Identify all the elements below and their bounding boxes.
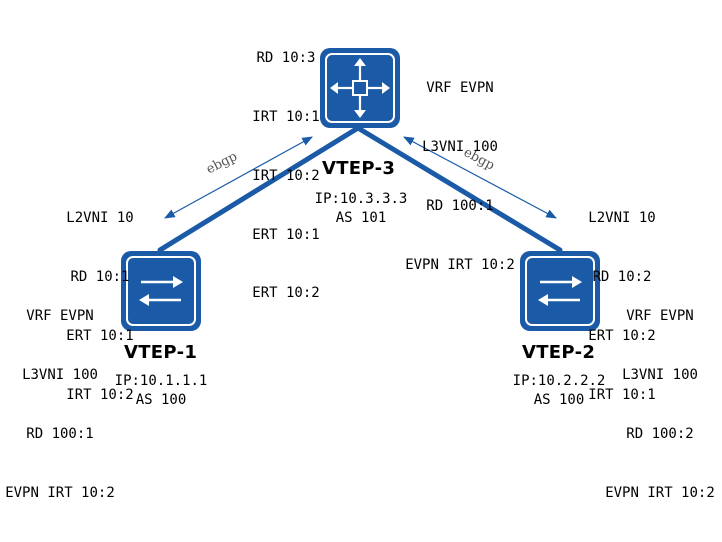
l2-line: IRT 10:1 [588, 386, 656, 403]
vtep3-rt-list: RD 10:3 IRT 10:1 IRT 10:2 ERT 10:1 ERT 1… [236, 10, 336, 343]
ip-address: IP:10.3.3.3 [314, 191, 408, 207]
ip-address: IP:10.2.2.2 [512, 373, 606, 389]
vtep1-name: VTEP-1 [124, 342, 198, 363]
vtep1-info: IP:10.1.1.1 AS 100 [106, 372, 216, 410]
vrf-line: RD 100:2 [626, 425, 694, 442]
rt-line: IRT 10:2 [252, 167, 320, 184]
vrf-line: EVPN IRT 10:2 [605, 484, 715, 501]
router-icon [320, 48, 400, 128]
vtep1-l2-list: L2VNI 10 RD 10:1 ERT 10:1 IRT 10:2 [52, 170, 148, 444]
rt-line: RD 10:3 [256, 50, 316, 67]
topology-diagram: ebgp ebgp RD 10:3 IRT 10:1 IRT 10:2 ERT … [5, 10, 715, 501]
switch-icon [121, 251, 201, 331]
links-layer [121, 48, 600, 331]
l2-line: L2VNI 10 [588, 210, 656, 227]
l2-line: ERT 10:2 [588, 327, 656, 344]
vtep3-vrf-list: VRF EVPN L3VNI 100 RD 100:1 EVPN IRT 10:… [398, 40, 522, 314]
as-number: AS 100 [533, 392, 585, 408]
vtep2-info: IP:10.2.2.2 AS 100 [504, 372, 614, 410]
rt-line: IRT 10:1 [252, 108, 320, 125]
vrf-line: L3VNI 100 [422, 138, 498, 155]
vrf-line: L3VNI 100 [622, 366, 698, 383]
l2-line: ERT 10:1 [66, 327, 134, 344]
vrf-line: EVPN IRT 10:2 [405, 256, 515, 273]
vrf-line: EVPN IRT 10:2 [5, 484, 115, 501]
vrf-line: VRF EVPN [626, 308, 694, 325]
switch-icon [520, 251, 600, 331]
vtep3-info: IP:10.3.3.3 AS 101 [306, 190, 416, 228]
l2-line: RD 10:1 [70, 268, 130, 285]
l2-line: L2VNI 10 [66, 210, 134, 227]
vrf-line: VRF EVPN [426, 80, 494, 97]
ebgp-arrow-right [403, 136, 557, 219]
vrf-line: L3VNI 100 [22, 366, 98, 383]
ebgp-arrow-left [164, 136, 313, 219]
vtep1-vrf-list: VRF EVPN L3VNI 100 RD 100:1 EVPN IRT 10:… [0, 268, 120, 542]
vtep2-l2-list: L2VNI 10 RD 10:2 ERT 10:2 IRT 10:1 [574, 170, 670, 444]
vrf-line: VRF EVPN [26, 308, 94, 325]
vtep2-name: VTEP-2 [522, 342, 596, 363]
l2-line: RD 10:2 [592, 268, 652, 285]
as-number: AS 100 [135, 392, 187, 408]
rt-line: ERT 10:1 [252, 226, 320, 243]
vtep2-vrf-list: VRF EVPN L3VNI 100 RD 100:2 EVPN IRT 10:… [600, 268, 720, 542]
vrf-line: RD 100:1 [426, 197, 494, 214]
rt-line: ERT 10:2 [252, 285, 320, 302]
l2-line: IRT 10:2 [66, 386, 134, 403]
as-number: AS 101 [335, 210, 387, 226]
vtep3-name: VTEP-3 [322, 158, 396, 179]
vrf-line: RD 100:1 [26, 425, 94, 442]
ip-address: IP:10.1.1.1 [114, 373, 208, 389]
